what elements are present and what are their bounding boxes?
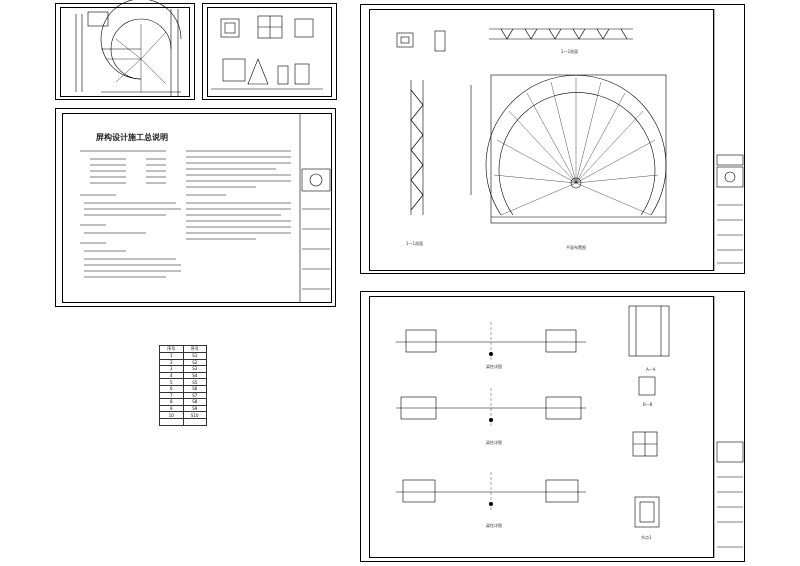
table-cell: 8: [159, 398, 184, 406]
table-cell: S5: [182, 378, 207, 386]
table-cell: 10: [159, 411, 184, 419]
design-notes-title: 屏构设计施工总说明: [96, 133, 168, 142]
table-cell: S8: [182, 398, 207, 406]
table-header-cell: 序号: [159, 345, 184, 353]
detail-drawings: [211, 15, 323, 90]
plan-label: 平面布置图: [566, 245, 586, 250]
section-label: 1—1剖面: [406, 241, 424, 246]
truss-label: 2—2剖面: [561, 49, 579, 54]
table-cell: 7: [159, 391, 184, 400]
thumbnail-sheet-plan: [55, 0, 195, 100]
design-notes-sheet: 屏构设计施工总说明: [55, 108, 336, 307]
table-cell: [159, 417, 184, 426]
beam-detail-label: 梁柱详图: [486, 523, 502, 528]
table-row: [159, 417, 207, 426]
table-cell: S9: [182, 404, 207, 413]
node-label: B—B: [643, 402, 653, 407]
table-cell: 3: [159, 365, 184, 373]
table-cell: 5: [159, 378, 184, 386]
beam-detail-label: 梁柱详图: [486, 440, 502, 445]
table-cell: 9: [159, 404, 184, 413]
table-cell: S4: [182, 371, 207, 380]
table-header-row: 序号 序号: [159, 345, 207, 353]
table-cell: 4: [159, 371, 184, 380]
node-label: 节点1: [641, 535, 652, 540]
table-cell: [182, 417, 207, 426]
sheet-frame: [60, 7, 190, 97]
sheet-frame: [369, 296, 714, 558]
table-cell: 6: [159, 384, 184, 393]
sheet-frame: [207, 7, 332, 97]
table-cell: S3: [182, 365, 207, 373]
arch-truss-elevation: [396, 9, 744, 271]
table-cell: S1: [182, 352, 207, 360]
thumbnail-sheet-details: [202, 3, 337, 100]
elevation-sheet: 2—2剖面 1—1剖面 平面布置图: [360, 4, 745, 274]
node-label: A—A: [646, 367, 656, 372]
beam-detail-label: 梁柱详图: [486, 364, 502, 369]
beam-detail-drawings: [396, 296, 744, 558]
table-header-cell: 序号: [182, 345, 207, 353]
table-cell: S6: [182, 384, 207, 393]
table-cell: S10: [182, 411, 207, 419]
sheet-frame: [62, 113, 332, 303]
table-cell: S2: [182, 358, 207, 367]
text-block-lines: [80, 113, 331, 303]
table-cell: 1: [159, 352, 184, 360]
table-cell: 2: [159, 358, 184, 367]
sheet-frame: [369, 9, 714, 271]
table-cell: S7: [182, 391, 207, 400]
spiral-plan-drawing: [75, 0, 182, 97]
details-sheet: 梁柱详图 梁柱详图 梁柱详图 A—A B—B 节点1: [360, 291, 745, 562]
